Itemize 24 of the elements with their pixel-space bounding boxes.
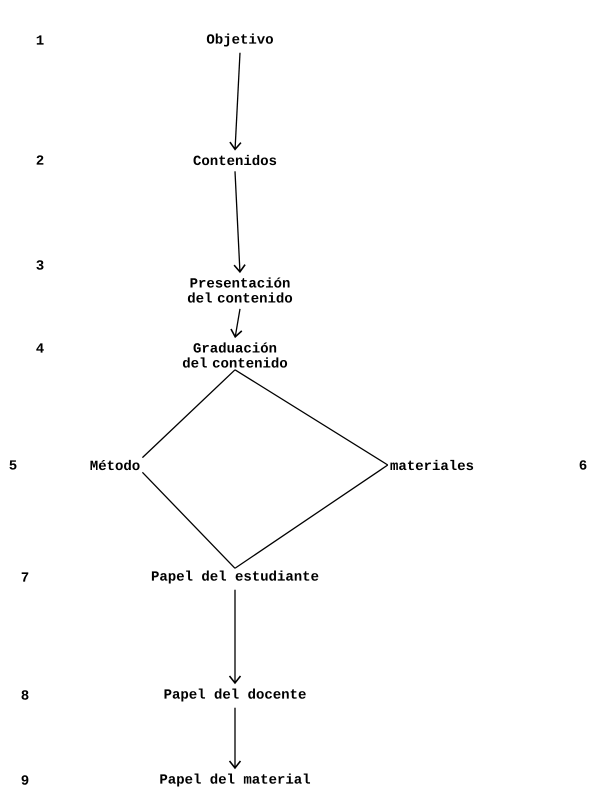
diamond-side (142, 369, 236, 458)
step-number: 4 (36, 343, 44, 353)
step-number: 9 (22, 775, 28, 785)
step-number: 5 (10, 460, 16, 470)
step-label: Contenidos (194, 154, 276, 166)
step-number: 3 (36, 260, 44, 270)
step-number: 7 (22, 572, 28, 582)
arrow (228, 760, 242, 770)
diamond-side (142, 472, 236, 569)
step-label: Papel del estudiante (152, 570, 318, 584)
step-label: Graduación del contenido (182, 342, 288, 368)
step-label: Papel del docente (164, 688, 306, 702)
diamond-side (234, 369, 388, 466)
step-number: 2 (36, 155, 44, 165)
step-label: Papel del material (160, 773, 310, 786)
step-label: materiales (390, 460, 474, 470)
step-label: Objetivo (206, 33, 273, 47)
step-label: Presentación del contenido (188, 277, 292, 303)
arrow (228, 675, 242, 684)
step-number: 1 (36, 35, 44, 45)
step-number: 8 (22, 690, 28, 700)
diamond-side (234, 464, 388, 569)
step-number: 6 (580, 460, 586, 470)
step-label: Método (90, 460, 140, 470)
